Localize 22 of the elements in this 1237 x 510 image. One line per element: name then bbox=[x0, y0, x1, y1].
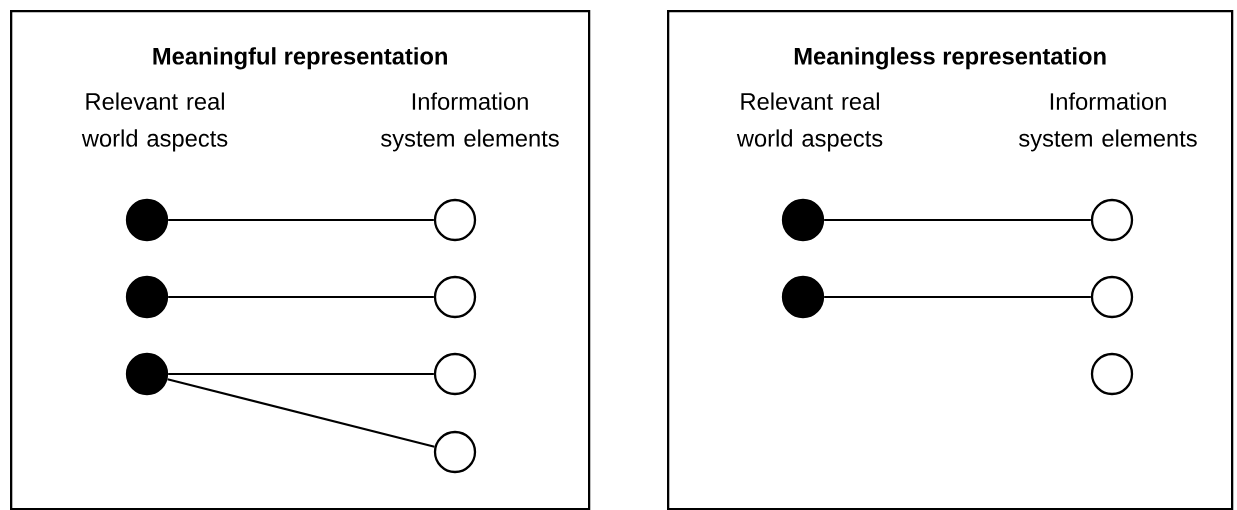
filled-dot bbox=[125, 352, 169, 396]
open-dot bbox=[433, 352, 477, 396]
column-heading: Information system elements bbox=[381, 92, 559, 152]
filled-dot bbox=[781, 275, 825, 319]
filled-dot bbox=[125, 198, 169, 242]
connector-line bbox=[168, 295, 434, 299]
open-dot bbox=[1090, 198, 1134, 242]
column-heading: Relevant real world aspects bbox=[81, 92, 228, 152]
open-dot bbox=[433, 430, 477, 474]
open-dot bbox=[433, 275, 477, 319]
filled-dot bbox=[781, 198, 825, 242]
open-dot bbox=[1090, 352, 1134, 396]
connector-line bbox=[168, 218, 434, 222]
column-heading: Relevant real world aspects bbox=[736, 92, 883, 152]
filled-dot bbox=[125, 275, 169, 319]
connector-line bbox=[824, 218, 1091, 222]
open-dot bbox=[1090, 275, 1134, 319]
column-heading: Information system elements bbox=[1019, 92, 1197, 152]
connector-line bbox=[168, 372, 434, 376]
connector-line bbox=[167, 378, 435, 448]
connector-line bbox=[824, 295, 1091, 299]
open-dot bbox=[433, 198, 477, 242]
